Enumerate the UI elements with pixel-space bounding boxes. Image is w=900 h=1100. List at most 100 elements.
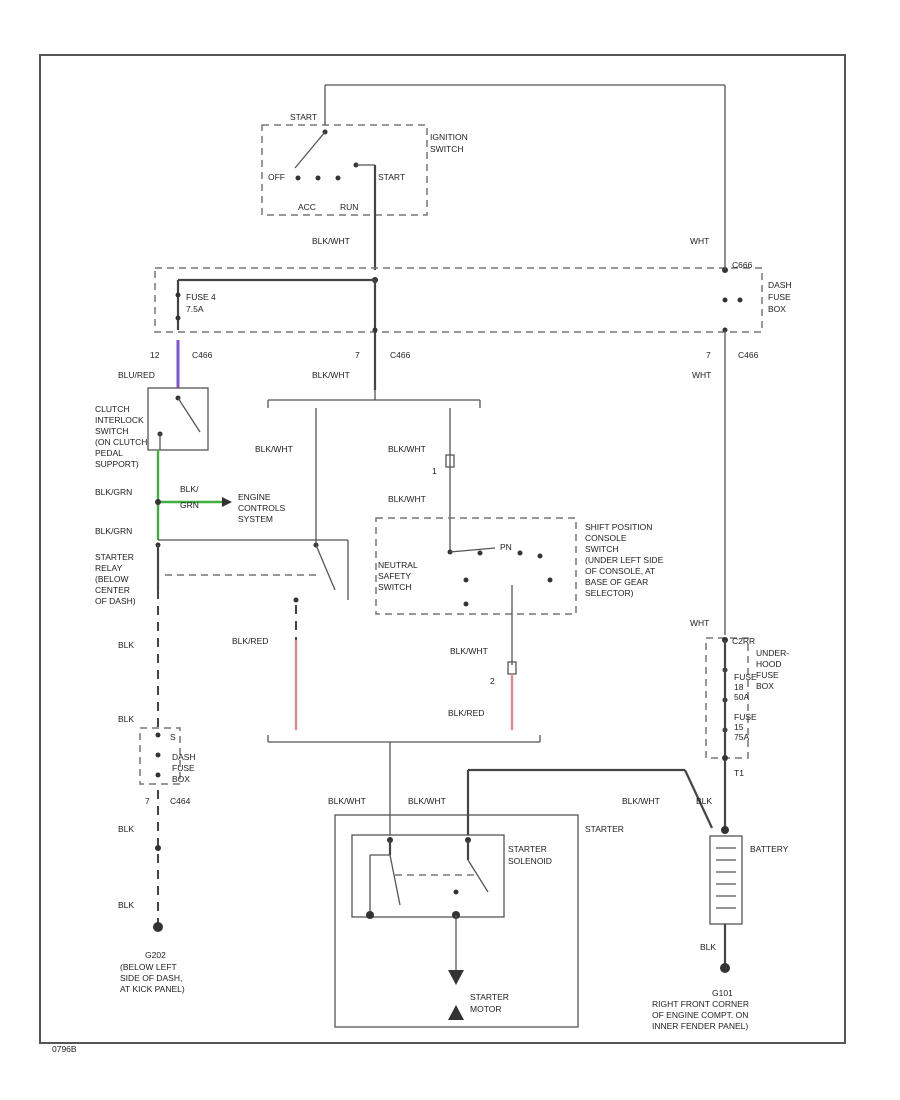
ground-right-l3: INNER FENDER PANEL) xyxy=(652,1021,748,1031)
wire-label-wht-2: WHT xyxy=(692,370,711,380)
ignition-label-1: IGNITION xyxy=(430,132,468,142)
conn-c466-left: C466 xyxy=(192,350,213,360)
neutral-switch-label-3: SWITCH xyxy=(378,582,412,592)
ignition-label-2: SWITCH xyxy=(430,144,464,154)
neutral-safety-switch xyxy=(375,408,577,665)
wire-label-blkred-1: BLK/RED xyxy=(232,636,268,646)
shift-switch-label-5: OF CONSOLE, AT xyxy=(585,566,655,576)
dash-fuse-label-2: FUSE xyxy=(768,292,791,302)
motor-label-2: MOTOR xyxy=(470,1004,501,1014)
shift-switch-label-2: CONSOLE xyxy=(585,533,627,543)
clutch-label-6: SUPPORT) xyxy=(95,459,139,469)
fuse18-label: FUSE xyxy=(734,672,757,682)
wire-label-blkwht-8: BLK/WHT xyxy=(328,796,366,806)
solenoid-label-2: SOLENOID xyxy=(508,856,552,866)
ignition-switch: START OFF START ACC RUN IGNITION SWITCH xyxy=(261,84,725,270)
underhood-label-2: HOOD xyxy=(756,659,782,669)
underhood-fuse-box xyxy=(705,637,749,761)
wire-label-blkred-2: BLK/RED xyxy=(448,708,484,718)
neutral-switch-label-1: NEUTRAL xyxy=(378,560,418,570)
starter-relay-label-2: RELAY xyxy=(95,563,123,573)
dash-fuse-conn-s: S xyxy=(170,732,176,742)
ignition-pos-off: OFF xyxy=(268,172,285,182)
engine-controls-label-1: ENGINE xyxy=(238,492,271,502)
wire-label-blkwht-6: BLK/WHT xyxy=(450,646,488,656)
dash-fuse-box: FUSE 4 7.5A C666 DASH FUSE BOX xyxy=(154,260,792,390)
conn-c466-center: C466 xyxy=(390,350,411,360)
fuse4-label: FUSE 4 xyxy=(186,292,216,302)
fuse4-rating: 7.5A xyxy=(186,304,204,314)
wire-label-blkwht-4: BLK/WHT xyxy=(388,444,426,454)
pin-2: 2 xyxy=(490,676,495,686)
wire-label-blkgrn-2: BLK/GRN xyxy=(95,526,132,536)
wire-label-blkwht-5: BLK/WHT xyxy=(388,494,426,504)
wire-label-blk-6: BLK xyxy=(700,942,716,952)
shift-switch-pos: PN xyxy=(500,542,512,552)
fuse15-rating: 75A xyxy=(734,732,749,742)
power-bus-split xyxy=(267,390,481,408)
ignition-pos-run: RUN xyxy=(340,202,358,212)
ground-right-l1: RIGHT FRONT CORNER xyxy=(652,999,749,1009)
wire-label-wht-1: WHT xyxy=(690,236,709,246)
dash-fuse-label-1: DASH xyxy=(768,280,792,290)
ground-left-l1: (BELOW LEFT xyxy=(120,962,177,972)
wire-label-blkgrn-1: BLK/GRN xyxy=(95,487,132,497)
wire-label-blk-grn-l2: GRN xyxy=(180,500,199,510)
clutch-label-3: SWITCH xyxy=(95,426,129,436)
fuse15-num: 15 xyxy=(734,722,744,732)
underhood-label-1: UNDER- xyxy=(756,648,789,658)
clutch-label-1: CLUTCH xyxy=(95,404,129,414)
ground-left-l2: SIDE OF DASH, xyxy=(120,973,182,983)
starter-feed-bus xyxy=(267,735,541,835)
shift-switch-label-7: SELECTOR) xyxy=(585,588,634,598)
shift-switch-label-6: BASE OF GEAR xyxy=(585,577,648,587)
diagram-frame xyxy=(39,54,846,1044)
wire-label-blk-grn-l1: BLK/ xyxy=(180,484,199,494)
engine-controls-label-2: CONTROLS xyxy=(238,503,286,513)
starter-relay-label-4: CENTER xyxy=(95,585,130,595)
pin-7-left: 7 xyxy=(145,796,150,806)
starter-assembly xyxy=(334,814,579,1028)
starter-relay-label-3: (BELOW xyxy=(95,574,129,584)
clutch-interlock-switch xyxy=(147,387,209,451)
dash-fuse-small-label-3: BOX xyxy=(172,774,190,784)
pin-1: 1 xyxy=(432,466,437,476)
wire-label-blkwht-7: BLK/WHT xyxy=(622,796,660,806)
fuse18-rating: 50A xyxy=(734,692,749,702)
ignition-pos-acc: ACC xyxy=(298,202,316,212)
wire-label-blk-1: BLK xyxy=(118,640,134,650)
clutch-label-4: (ON CLUTCH xyxy=(95,437,147,447)
wire-label-blkwht-1: BLK/WHT xyxy=(312,236,350,246)
underhood-label-3: FUSE xyxy=(756,670,779,680)
shift-switch-label-3: SWITCH xyxy=(585,544,619,554)
pin-7-center: 7 xyxy=(355,350,360,360)
diagram-code: 0796B xyxy=(52,1044,77,1054)
underhood-term: T1 xyxy=(734,768,744,778)
wire-label-blk-5: BLK xyxy=(696,796,712,806)
arrow-icon xyxy=(222,497,232,507)
wire-label-wht-3: WHT xyxy=(690,618,709,628)
wire-label-blkwht-9: BLK/WHT xyxy=(408,796,446,806)
pin-12: 12 xyxy=(150,350,160,360)
dash-fuse-small-label-1: DASH xyxy=(172,752,196,762)
wire-label-blkwht-2: BLK/WHT xyxy=(312,370,350,380)
battery xyxy=(466,760,743,973)
ground-left-id: G202 xyxy=(145,950,166,960)
ignition-pos-top: START xyxy=(290,112,317,122)
ground-right-l2: OF ENGINE COMPT. ON xyxy=(652,1010,748,1020)
pin-7-right: 7 xyxy=(706,350,711,360)
neutral-switch-label-2: SAFETY xyxy=(378,571,411,581)
dash-fuse-label-3: BOX xyxy=(768,304,786,314)
starter-relay-label-5: OF DASH) xyxy=(95,596,136,606)
starter-relay xyxy=(155,408,349,603)
dash-fuse-small-label-2: FUSE xyxy=(172,763,195,773)
shift-switch-label-1: SHIFT POSITION xyxy=(585,522,652,532)
starter-relay-label-1: STARTER xyxy=(95,552,134,562)
starter-label: STARTER xyxy=(585,824,624,834)
wire-label-blk-4: BLK xyxy=(118,900,134,910)
fuse15-label: FUSE xyxy=(734,712,757,722)
motor-label-1: STARTER xyxy=(470,992,509,1002)
left-ground-chain xyxy=(139,590,181,932)
wire-label-blured: BLU/RED xyxy=(118,370,155,380)
